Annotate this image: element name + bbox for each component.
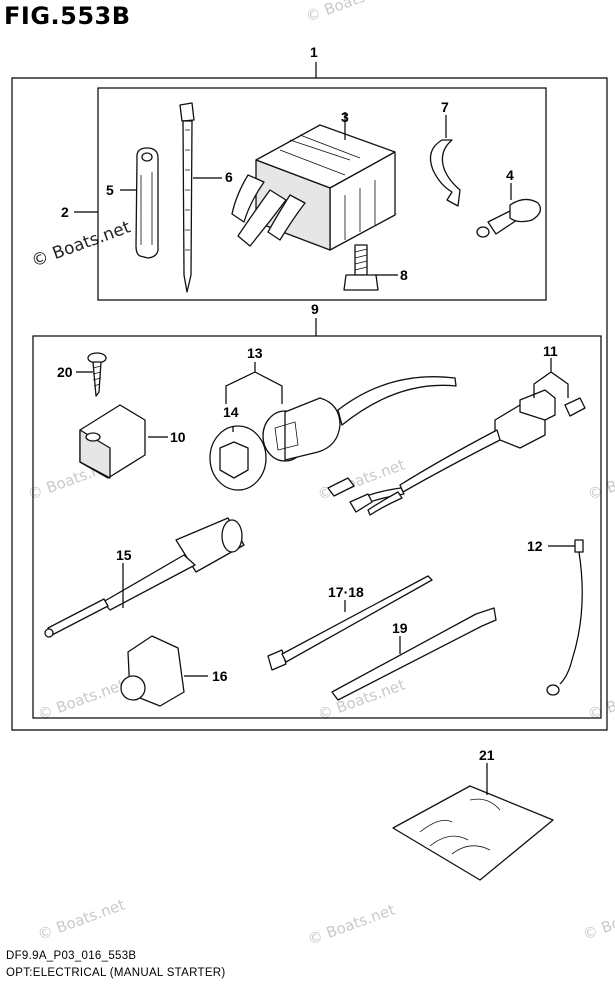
watermark: © Boats.net	[35, 676, 127, 724]
callout-1: 1	[310, 44, 318, 60]
part-15-sensor	[44, 517, 245, 638]
part-13-harness-connector	[262, 376, 457, 462]
watermark: © Boats.net	[305, 901, 397, 949]
callout-10: 10	[170, 429, 186, 445]
figure-code: DF9.9A_P03_016_553B	[6, 950, 137, 962]
part-11-fuse-harness	[327, 389, 586, 516]
callout-21: 21	[479, 747, 495, 763]
callout-11: 11	[543, 343, 558, 359]
callout-13: 13	[247, 345, 263, 361]
part-3-regulator	[231, 124, 396, 251]
sub-kit-2-frame	[97, 87, 547, 301]
part-4-plug	[476, 198, 542, 238]
part-6-cable-tie	[179, 102, 195, 293]
callout-12: 12	[527, 538, 543, 554]
part-16-holder	[120, 635, 185, 707]
part-19-band	[331, 607, 497, 701]
callout-14: 14	[223, 404, 239, 420]
callout-20: 20	[57, 364, 73, 380]
callout-4: 4	[506, 167, 514, 183]
watermark: © Boats.net	[585, 676, 615, 724]
figure-title: FIG.553B	[4, 2, 131, 30]
part-21-bag	[392, 785, 554, 881]
watermark: © Boats.net	[35, 896, 127, 944]
part-5-clip	[135, 147, 159, 259]
part-14-connector	[209, 425, 267, 491]
callout-8: 8	[400, 267, 408, 283]
watermark-main: © Boats.net	[29, 217, 134, 271]
part-20-screw	[87, 352, 107, 397]
callout-17-18: 17·18	[328, 584, 364, 600]
callout-15: 15	[116, 547, 132, 563]
callout-3: 3	[341, 109, 349, 125]
sub-kit-9-frame	[32, 335, 602, 719]
callout-9: 9	[311, 301, 319, 317]
callout-16: 16	[212, 668, 228, 684]
assembly-1-frame	[11, 77, 608, 731]
part-17-18-cable-tie	[267, 575, 433, 671]
part-10-clamp	[79, 404, 146, 479]
watermark: © Boats.net	[303, 0, 395, 26]
watermark: © Boats.net	[585, 456, 615, 504]
part-12-lead-wire	[546, 539, 584, 696]
part-8-bolt	[343, 244, 379, 291]
part-7-wire-clip	[429, 139, 461, 207]
callout-19: 19	[392, 620, 408, 636]
callout-5: 5	[106, 182, 114, 198]
callout-6: 6	[225, 169, 233, 185]
callout-2: 2	[61, 204, 69, 220]
watermark: © Boats.net	[580, 896, 615, 944]
figure-caption: OPT:ELECTRICAL (MANUAL STARTER)	[6, 967, 226, 979]
callout-7: 7	[441, 99, 449, 115]
